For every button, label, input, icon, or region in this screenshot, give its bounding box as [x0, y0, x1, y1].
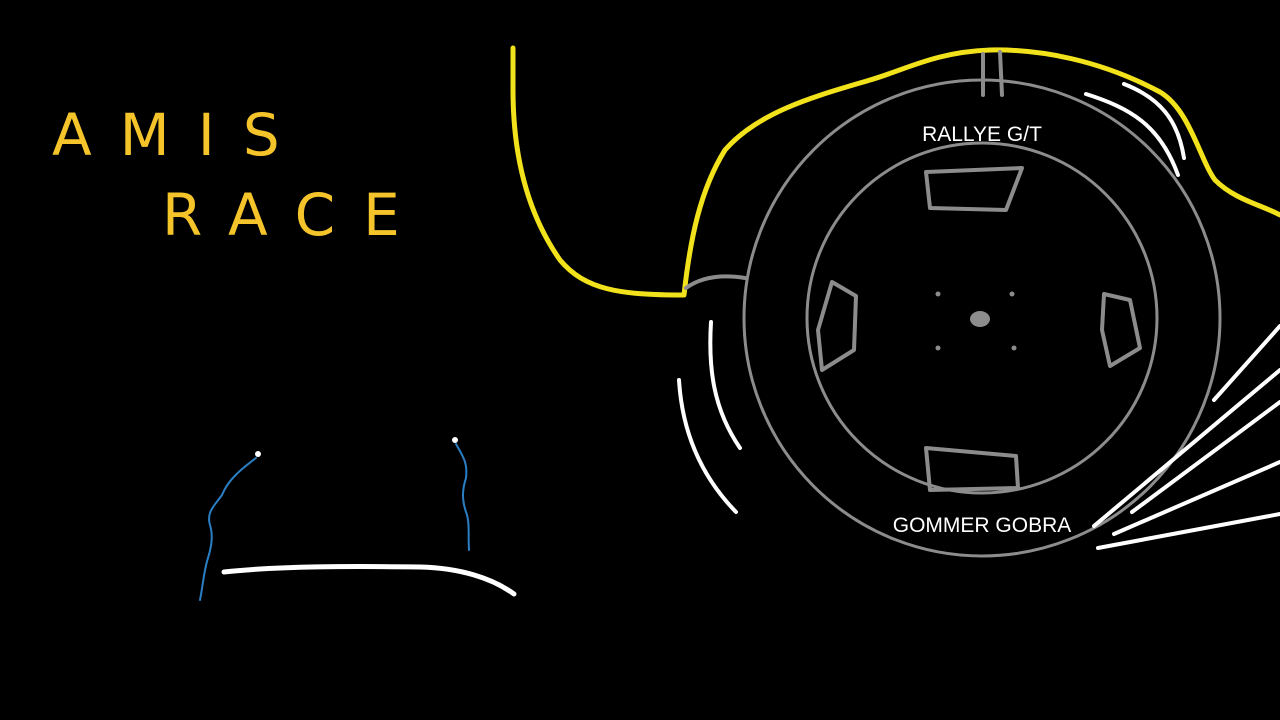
rim-slot-right [1100, 292, 1142, 368]
wheel: RALLYE G/T GOMMER GOBRA [742, 78, 1222, 558]
car-body-outline [510, 45, 1280, 298]
wheel-hub [970, 311, 990, 327]
lug-nut [935, 345, 941, 351]
speed-line-5 [1096, 512, 1280, 550]
speed-lines [677, 82, 1280, 550]
fender-trim [684, 274, 747, 290]
rim-slot-bottom [924, 446, 1020, 492]
speed-line-4 [1112, 460, 1280, 536]
right-tear [455, 443, 470, 551]
title-line-1: AMIS [52, 101, 308, 169]
tire-outer-ring [742, 78, 1222, 558]
rim-ring [805, 141, 1159, 495]
motion-arc-top-2 [1122, 82, 1186, 160]
left-tear [199, 457, 257, 601]
left-eye [255, 451, 261, 457]
frown-mouth [221, 564, 517, 597]
sad-face [199, 437, 517, 601]
tire-brand-bottom: GOMMER GOBRA [893, 514, 1072, 537]
tire-brand-top: RALLYE G/T [922, 123, 1042, 146]
speed-line-2 [1092, 368, 1280, 528]
roof-pillar [981, 50, 1004, 97]
right-eye [452, 437, 458, 443]
speed-line-3 [1130, 400, 1280, 514]
speed-line-1 [1212, 324, 1280, 402]
lug-nut [935, 291, 941, 297]
motion-arc-left-2 [677, 378, 738, 514]
rim-slot-top [924, 166, 1024, 212]
lug-nut [1009, 291, 1015, 297]
lug-nut [1011, 345, 1017, 351]
motion-arc-top-1 [1084, 92, 1180, 177]
motion-arc-left-1 [708, 320, 742, 450]
rim-slot-left [816, 280, 858, 372]
title-line-2: RACE [162, 181, 428, 249]
